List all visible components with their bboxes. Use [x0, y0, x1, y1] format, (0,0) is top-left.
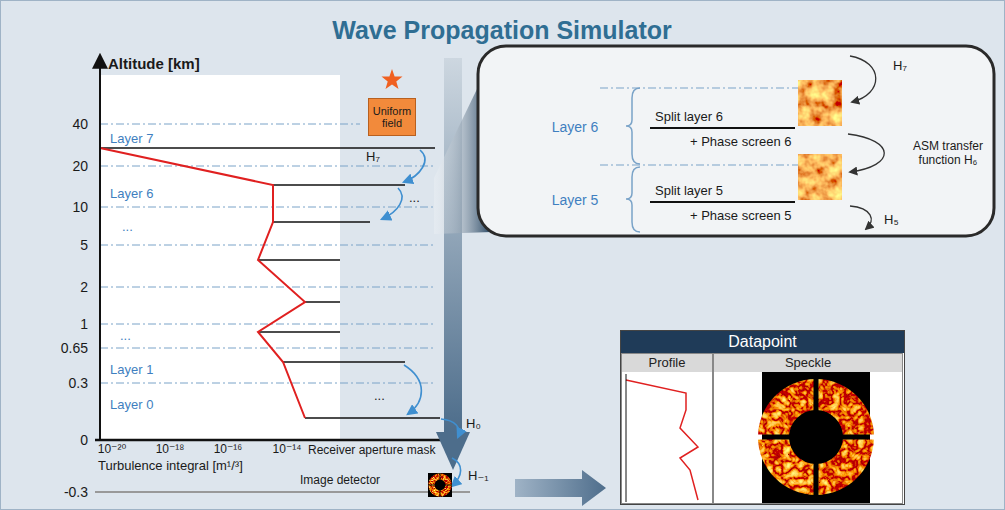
- plot-area: [100, 75, 340, 440]
- tick-label: 2: [80, 279, 88, 295]
- axis-title: Altitude [km]: [108, 55, 200, 72]
- speckle-image: [754, 375, 878, 499]
- tick-label: 40: [72, 116, 88, 132]
- layer-braces: [626, 88, 640, 232]
- phase-screen-label: + Phase screen 5: [690, 209, 792, 224]
- zoom-gridlines: [600, 88, 800, 165]
- phase-screen-5: [798, 154, 842, 200]
- node-heading: Uniform field: [371, 105, 413, 129]
- tick-label: 0: [80, 432, 88, 448]
- split-label: Split layer 5: [655, 184, 723, 199]
- layer-label: Layer 0: [110, 398, 153, 413]
- tick-label: 20: [72, 158, 88, 174]
- ground-line: [95, 439, 462, 442]
- detector-speckle: [428, 473, 453, 498]
- split-label: Split layer 6: [655, 110, 723, 125]
- detector-line: [95, 491, 470, 493]
- altitude-axis: [99, 56, 101, 440]
- source-box: Uniform field: [368, 98, 416, 136]
- transfer-label: ASM transfer function H₆: [910, 139, 986, 168]
- tick-label: 1: [80, 316, 88, 332]
- datapoint-ground: [620, 330, 905, 505]
- ellipsis: ...: [407, 191, 422, 206]
- datapoint-panel: DatapointProfileSpeckle: [620, 330, 905, 505]
- node-heading: Datapoint: [621, 331, 904, 353]
- node-heading: Profile: [622, 354, 712, 372]
- tick-label: 10⁻²⁰: [98, 443, 127, 457]
- layer-label: Layer 6: [552, 119, 599, 135]
- detector-icon: [428, 473, 452, 497]
- profile-axis: [626, 374, 627, 502]
- tick-label: 5: [80, 237, 88, 253]
- layer-label: Layer 7: [110, 132, 153, 147]
- transfer-label: H₇: [364, 150, 382, 165]
- ellipsis: ...: [120, 329, 131, 344]
- tick-label: 10⁻¹⁶: [214, 443, 243, 457]
- component-label: Image detector: [300, 474, 380, 488]
- transfer-label: H₀: [466, 417, 481, 432]
- layer-label: Layer 5: [552, 192, 599, 208]
- transfer-label: H₋₁: [468, 469, 489, 484]
- title: Wave Propagation Simulator: [332, 16, 671, 45]
- transfer-label: H₅: [884, 213, 899, 228]
- turbulence-profile: [100, 148, 305, 418]
- layer-label: Layer 1: [110, 363, 153, 378]
- tick-label: 10⁻¹⁴: [273, 443, 302, 457]
- star-source: [382, 69, 403, 89]
- transfer-label: H₇: [893, 59, 907, 74]
- tick-label: -0.3: [64, 484, 88, 500]
- phase-screen-label: + Phase screen 6: [690, 135, 792, 150]
- tick-label: 10⁻¹⁸: [156, 443, 185, 457]
- profile-thumbnail: [626, 380, 698, 500]
- split-line-5: [650, 201, 795, 203]
- asm-arrows: [848, 56, 884, 229]
- output-arrow: [515, 470, 606, 506]
- profile-cell: Profile: [621, 353, 713, 504]
- tick-label: 0.3: [69, 375, 88, 391]
- ellipsis: ...: [122, 220, 133, 235]
- propagation-arrow: [444, 58, 462, 432]
- layer-split-lines: [100, 148, 440, 418]
- speckle-cell: Speckle: [713, 353, 903, 504]
- split-line-6: [650, 127, 795, 129]
- node-heading: Speckle: [714, 354, 902, 372]
- component-label: Receiver aperture mask: [306, 444, 437, 458]
- ellipsis: ...: [372, 389, 387, 404]
- phase-screen-6: [798, 80, 842, 126]
- tick-label: 0.65: [61, 340, 88, 356]
- tick-label: 10: [72, 199, 88, 215]
- zoom-panel: [478, 46, 994, 236]
- propagation-arrowhead: [436, 432, 470, 470]
- layer-label: Layer 6: [110, 187, 153, 202]
- axis-title: Turbulence integral [m¹/³]: [98, 459, 243, 474]
